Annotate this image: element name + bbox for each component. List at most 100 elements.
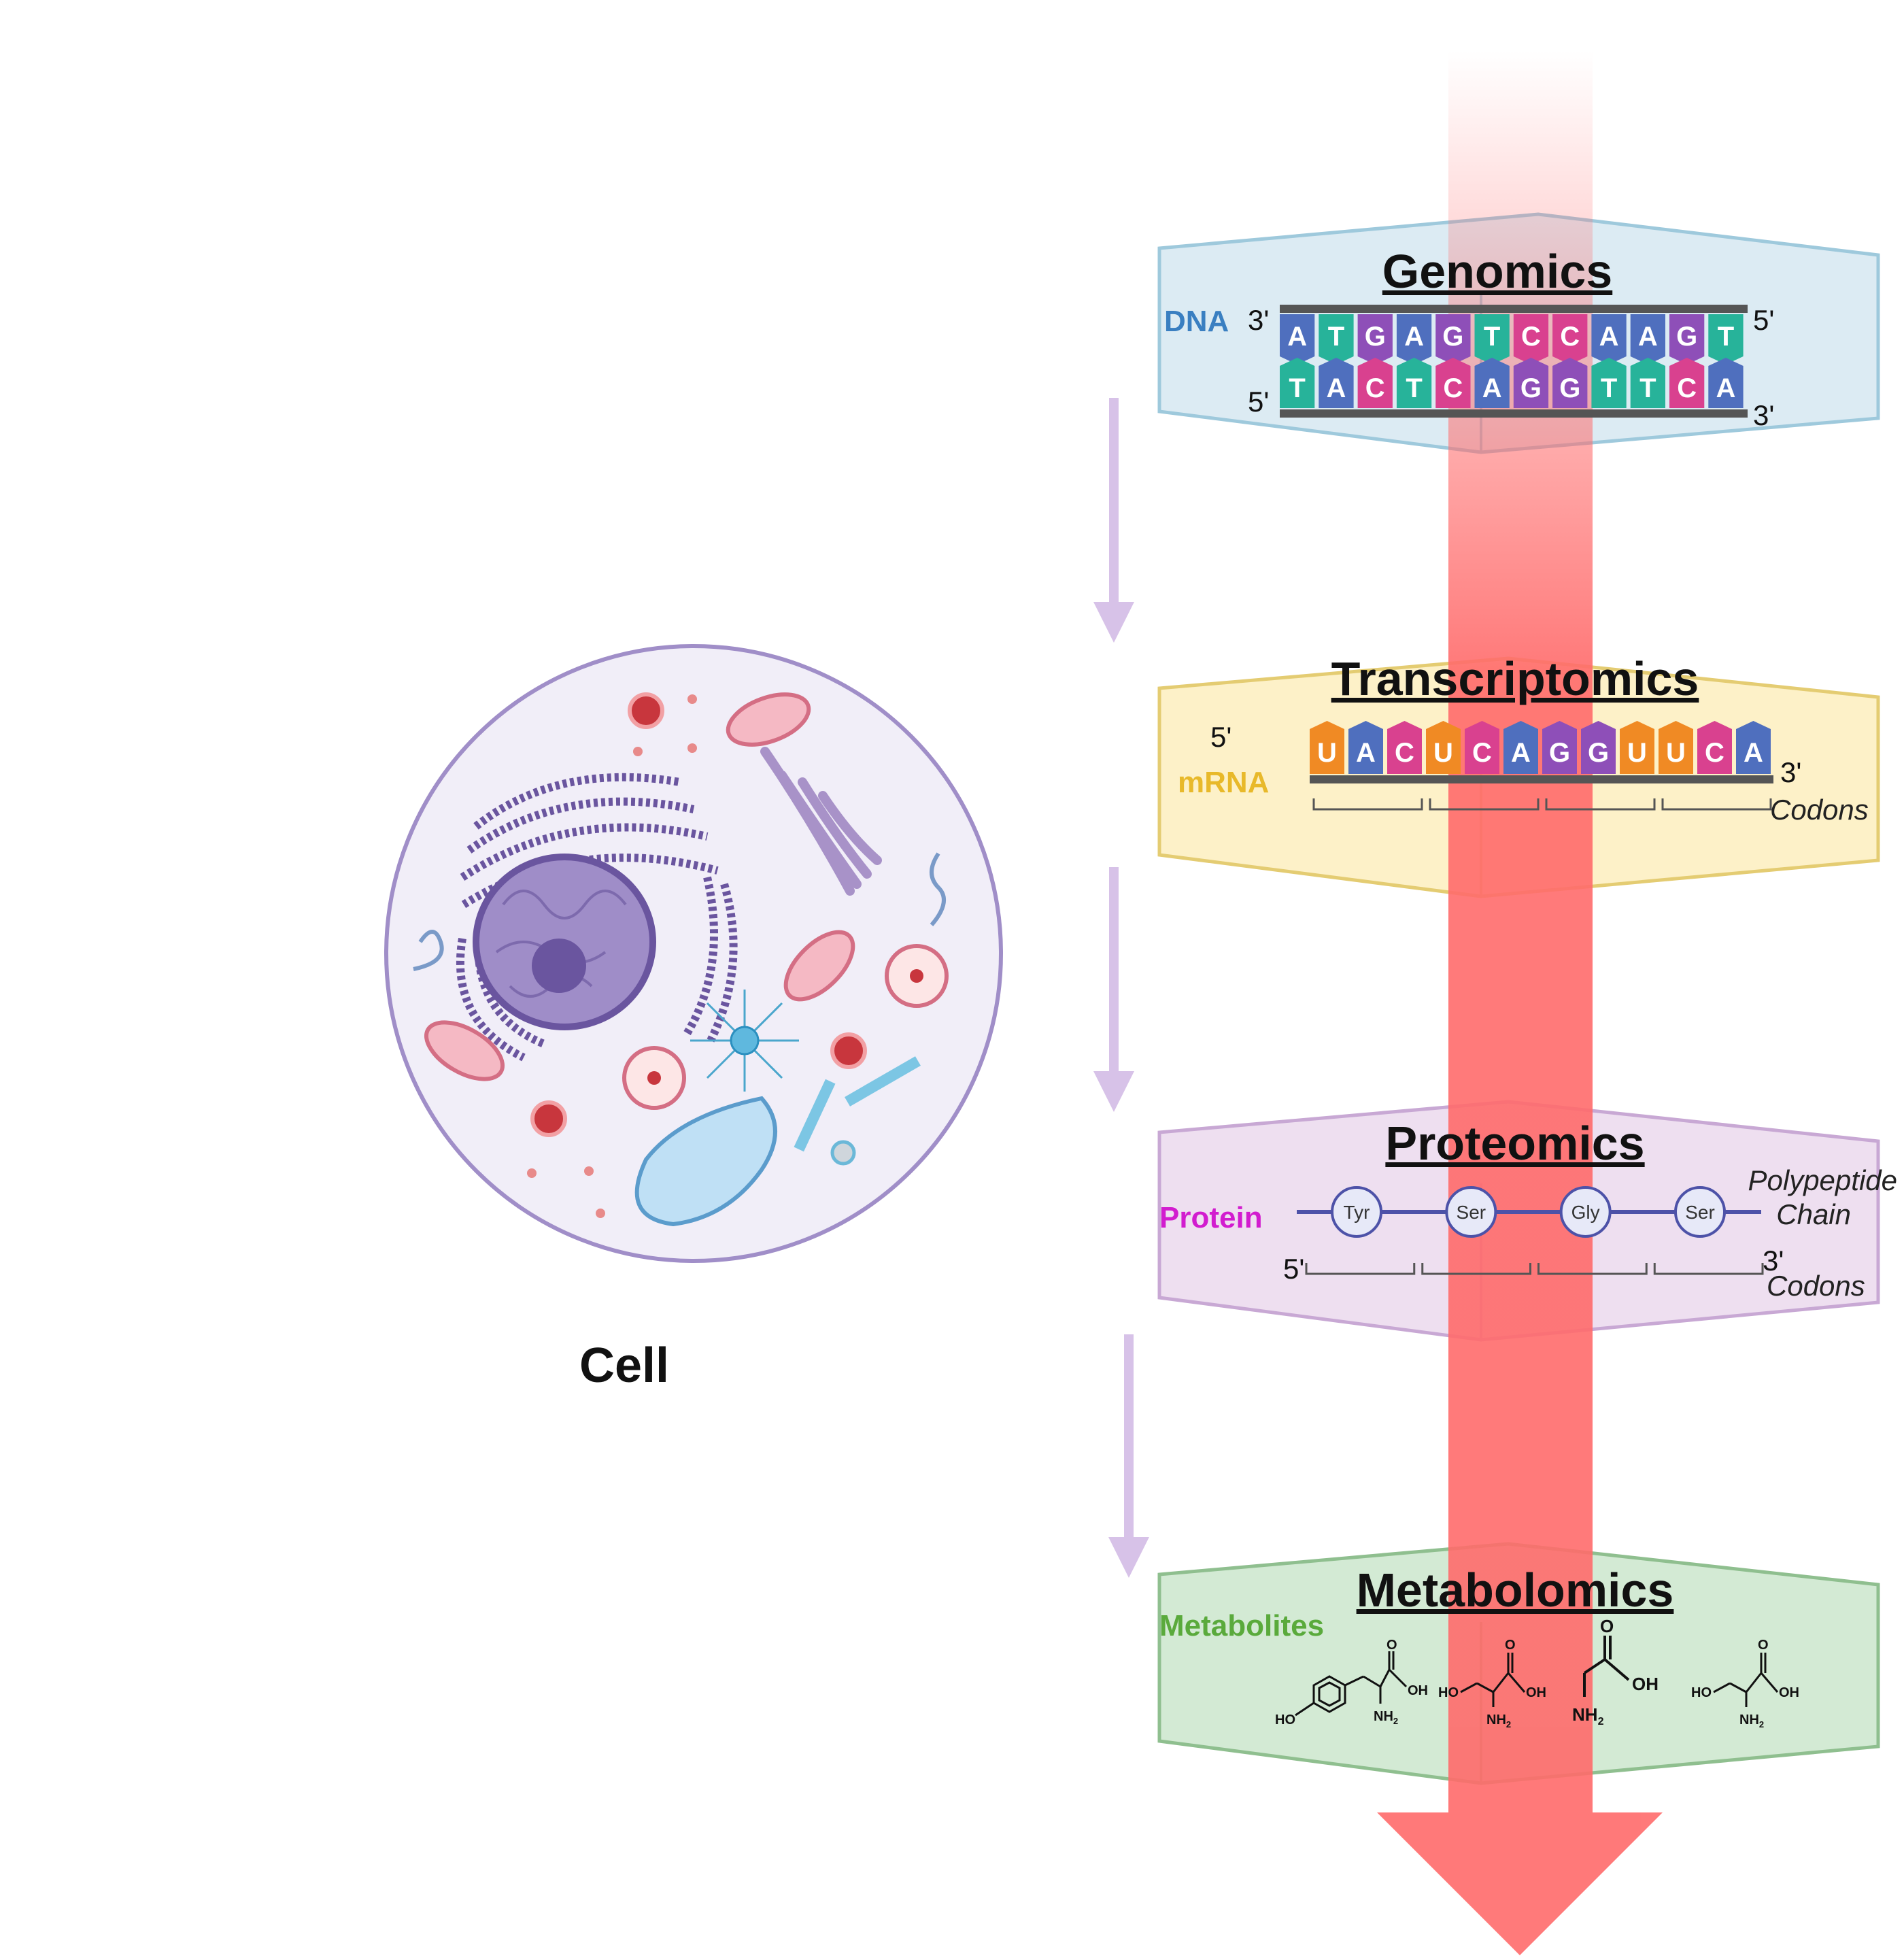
dna-top-base-block bbox=[1552, 314, 1588, 365]
mrna-base-block bbox=[1465, 721, 1499, 774]
dna-top-right-end: 5' bbox=[1753, 304, 1774, 336]
mrna-codon-bracket bbox=[1312, 798, 1423, 811]
mrna-base-letter: G bbox=[1549, 738, 1570, 768]
amino-acid-node bbox=[1331, 1186, 1382, 1238]
mrna-base-block bbox=[1736, 721, 1771, 774]
dna-top-base-block bbox=[1591, 314, 1627, 365]
tyr-o: O bbox=[1387, 1638, 1397, 1653]
metabolomics-title: Metabolomics bbox=[1357, 1564, 1674, 1617]
protein-codon-bracket bbox=[1305, 1263, 1416, 1275]
dna-bottom-base-block bbox=[1669, 358, 1705, 408]
mitochondria bbox=[424, 692, 855, 1081]
ser1-oh: OH bbox=[1526, 1685, 1546, 1700]
mrna-base-block bbox=[1503, 721, 1538, 774]
mrna-base-letter: U bbox=[1627, 738, 1647, 768]
dna-bottom-left-end: 5' bbox=[1248, 386, 1269, 418]
mrna-base-letter: U bbox=[1666, 738, 1686, 768]
gly-nh2: NH2 bbox=[1572, 1704, 1604, 1727]
dna-bottom-base-letter: T bbox=[1289, 373, 1305, 403]
protein-codons-label: Codons bbox=[1767, 1270, 1865, 1302]
step-arrow-1 bbox=[1093, 398, 1134, 643]
dna-top-base-block bbox=[1630, 314, 1665, 365]
amino-acid-label: Ser bbox=[1685, 1202, 1715, 1223]
dna-top-base-block bbox=[1396, 314, 1432, 365]
mrna-base-letter: C bbox=[1395, 738, 1414, 768]
centrosome bbox=[690, 990, 799, 1092]
polypeptide-label-line2: Chain bbox=[1776, 1198, 1851, 1230]
dna-top-base-letter: T bbox=[1718, 322, 1734, 352]
cytoskeleton bbox=[794, 1056, 921, 1166]
dna-top-base-letter: A bbox=[1599, 322, 1619, 352]
dna-top-base-block bbox=[1280, 314, 1315, 365]
metabolites-label: Metabolites bbox=[1159, 1609, 1324, 1642]
tyr-nh2: NH2 bbox=[1374, 1709, 1398, 1726]
dna-top-base-letter: A bbox=[1287, 322, 1307, 352]
dna-bottom-base-block bbox=[1591, 358, 1627, 408]
mrna-base-letter: U bbox=[1317, 738, 1337, 768]
mrna-backbone bbox=[1310, 775, 1773, 783]
dna-top-base-letter: G bbox=[1676, 322, 1697, 352]
amino-acid-node bbox=[1559, 1186, 1612, 1238]
mrna-codon-brackets bbox=[1312, 798, 1772, 811]
dna-top-base-letter: T bbox=[1328, 322, 1344, 352]
dna-bottom-base-letter: T bbox=[1639, 373, 1656, 403]
mrna-base-block bbox=[1426, 721, 1461, 774]
gly-o: O bbox=[1600, 1616, 1614, 1636]
cell-illustration bbox=[384, 644, 1003, 1263]
ser2-o: O bbox=[1758, 1638, 1769, 1653]
ser2-ho: HO bbox=[1691, 1685, 1712, 1700]
ser1-nh2: NH2 bbox=[1486, 1712, 1511, 1729]
mrna-base-block bbox=[1310, 721, 1344, 774]
dna-bottom-right-end: 3' bbox=[1753, 399, 1774, 431]
dna-backbone-bottom bbox=[1280, 409, 1748, 418]
dna-bottom-base-letter: C bbox=[1365, 373, 1385, 403]
dna-top-base-block bbox=[1669, 314, 1705, 365]
dna-bottom-base-letter: G bbox=[1559, 373, 1580, 403]
mrna-left-end: 5' bbox=[1210, 721, 1231, 753]
dna-bottom-base-block bbox=[1630, 358, 1665, 408]
dna-bottom-base-block bbox=[1552, 358, 1588, 408]
ser1-o: O bbox=[1505, 1638, 1516, 1653]
ser1-ho: HO bbox=[1438, 1685, 1459, 1700]
dna-bottom-base-letter: A bbox=[1716, 373, 1736, 403]
dna-top-base-block bbox=[1708, 314, 1744, 365]
serine-structure-1 bbox=[1460, 1653, 1526, 1707]
protein-codon-bracket bbox=[1421, 1263, 1531, 1275]
protein-left-end: 5' bbox=[1283, 1253, 1304, 1285]
tyrosine-structure bbox=[1295, 1651, 1408, 1717]
mrna-label: mRNA bbox=[1178, 766, 1269, 799]
mrna-codon-bracket bbox=[1429, 798, 1540, 811]
tyr-oh: OH bbox=[1408, 1683, 1428, 1698]
serine-structure-2 bbox=[1713, 1653, 1779, 1707]
mrna-base-letter: C bbox=[1705, 738, 1724, 768]
glycine-structure bbox=[1583, 1636, 1630, 1697]
tyr-ho: HO bbox=[1275, 1712, 1295, 1727]
proteomics-title: Proteomics bbox=[1385, 1117, 1644, 1170]
mrna-codons-label: Codons bbox=[1770, 794, 1869, 826]
genomics-title: Genomics bbox=[1382, 245, 1612, 298]
mrna-base-letter: A bbox=[1744, 738, 1763, 768]
lysosomes bbox=[622, 944, 949, 1110]
dna-bottom-base-block bbox=[1474, 358, 1510, 408]
dna-bottom-base-letter: G bbox=[1520, 373, 1542, 403]
dna-bottom-base-block bbox=[1280, 358, 1315, 408]
dna-bottom-base-letter: C bbox=[1677, 373, 1697, 403]
protein-codon-brackets bbox=[1305, 1263, 1764, 1275]
dna-top-base-block bbox=[1319, 314, 1354, 365]
dna-bottom-base-block bbox=[1435, 358, 1471, 408]
dna-top-base-letter: C bbox=[1560, 322, 1580, 352]
mrna-base-block bbox=[1542, 721, 1577, 774]
dna-top-base-letter: C bbox=[1521, 322, 1541, 352]
amino-acid-node bbox=[1674, 1186, 1726, 1238]
polypeptide-label-line1: Polypeptide bbox=[1748, 1164, 1898, 1196]
dna-top-base-block bbox=[1435, 314, 1471, 365]
ser2-oh: OH bbox=[1779, 1685, 1799, 1700]
vesicles bbox=[527, 692, 867, 1218]
ser2-nh2: NH2 bbox=[1739, 1712, 1764, 1729]
dna-bottom-base-block bbox=[1396, 358, 1432, 408]
dna-top-base-letter: G bbox=[1442, 322, 1463, 352]
mrna-right-end: 3' bbox=[1780, 756, 1801, 788]
ribosome-strand bbox=[930, 852, 946, 926]
